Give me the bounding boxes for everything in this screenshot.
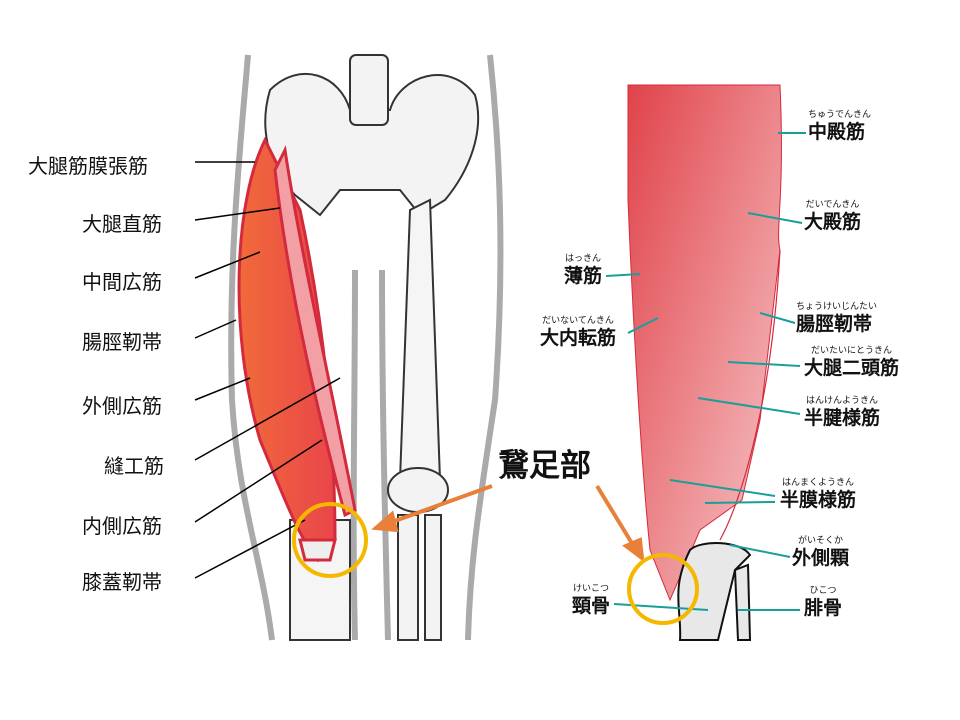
label-gluteus-medius: ちゅうでんきん中殿筋 — [808, 110, 872, 143]
back-thigh-muscles — [627, 84, 782, 602]
label-biceps-femoris: だいたいにとうきん大腿二頭筋 — [804, 346, 900, 379]
label-vastus-lateralis: 外側広筋 — [82, 394, 162, 418]
label-patellar-ligament: 膝蓋靭帯 — [82, 570, 162, 594]
label-vastus-medialis: 内側広筋 — [82, 514, 162, 538]
label-adductor-magnus: だいないてんきん大内転筋 — [540, 316, 617, 349]
diagram-title: 鵞足部 — [498, 448, 591, 484]
front-leg-skeleton — [228, 54, 504, 641]
label-lateral-condyle: がいそくか外側顆 — [792, 536, 850, 569]
label-tibia: けいこつ頸骨 — [572, 584, 611, 617]
label-semitendinosus: はんけんようきん半腱様筋 — [804, 396, 881, 429]
pelvis — [264, 54, 480, 641]
label-vastus-intermedius: 中間広筋 — [82, 270, 162, 294]
label-gluteus-maximus: だいでんきん大殿筋 — [804, 200, 862, 233]
label-iliotibial-band-front: 腸脛靭帯 — [82, 330, 162, 354]
label-iliotibial-band-back: ちょうけいじんたい腸脛靭帯 — [796, 302, 878, 335]
back-pes-anserinus-circle — [627, 553, 699, 625]
pes-anserinus-arrows — [371, 484, 645, 563]
label-sartorius: 縫工筋 — [104, 454, 164, 478]
front-pes-anserinus-circle — [292, 502, 368, 578]
label-tensor-fasciae-latae: 大腿筋膜張筋 — [28, 154, 148, 178]
label-rectus-femoris: 大腿直筋 — [82, 212, 162, 236]
front-thigh-muscles — [237, 136, 357, 563]
label-fibula: ひこつ腓骨 — [804, 586, 843, 619]
label-gracilis: はっきん薄筋 — [564, 254, 603, 287]
label-semimembranosus: はんまくようきん半膜様筋 — [780, 478, 857, 511]
front-leader-lines — [194, 161, 341, 579]
back-knee-bones — [677, 542, 752, 641]
